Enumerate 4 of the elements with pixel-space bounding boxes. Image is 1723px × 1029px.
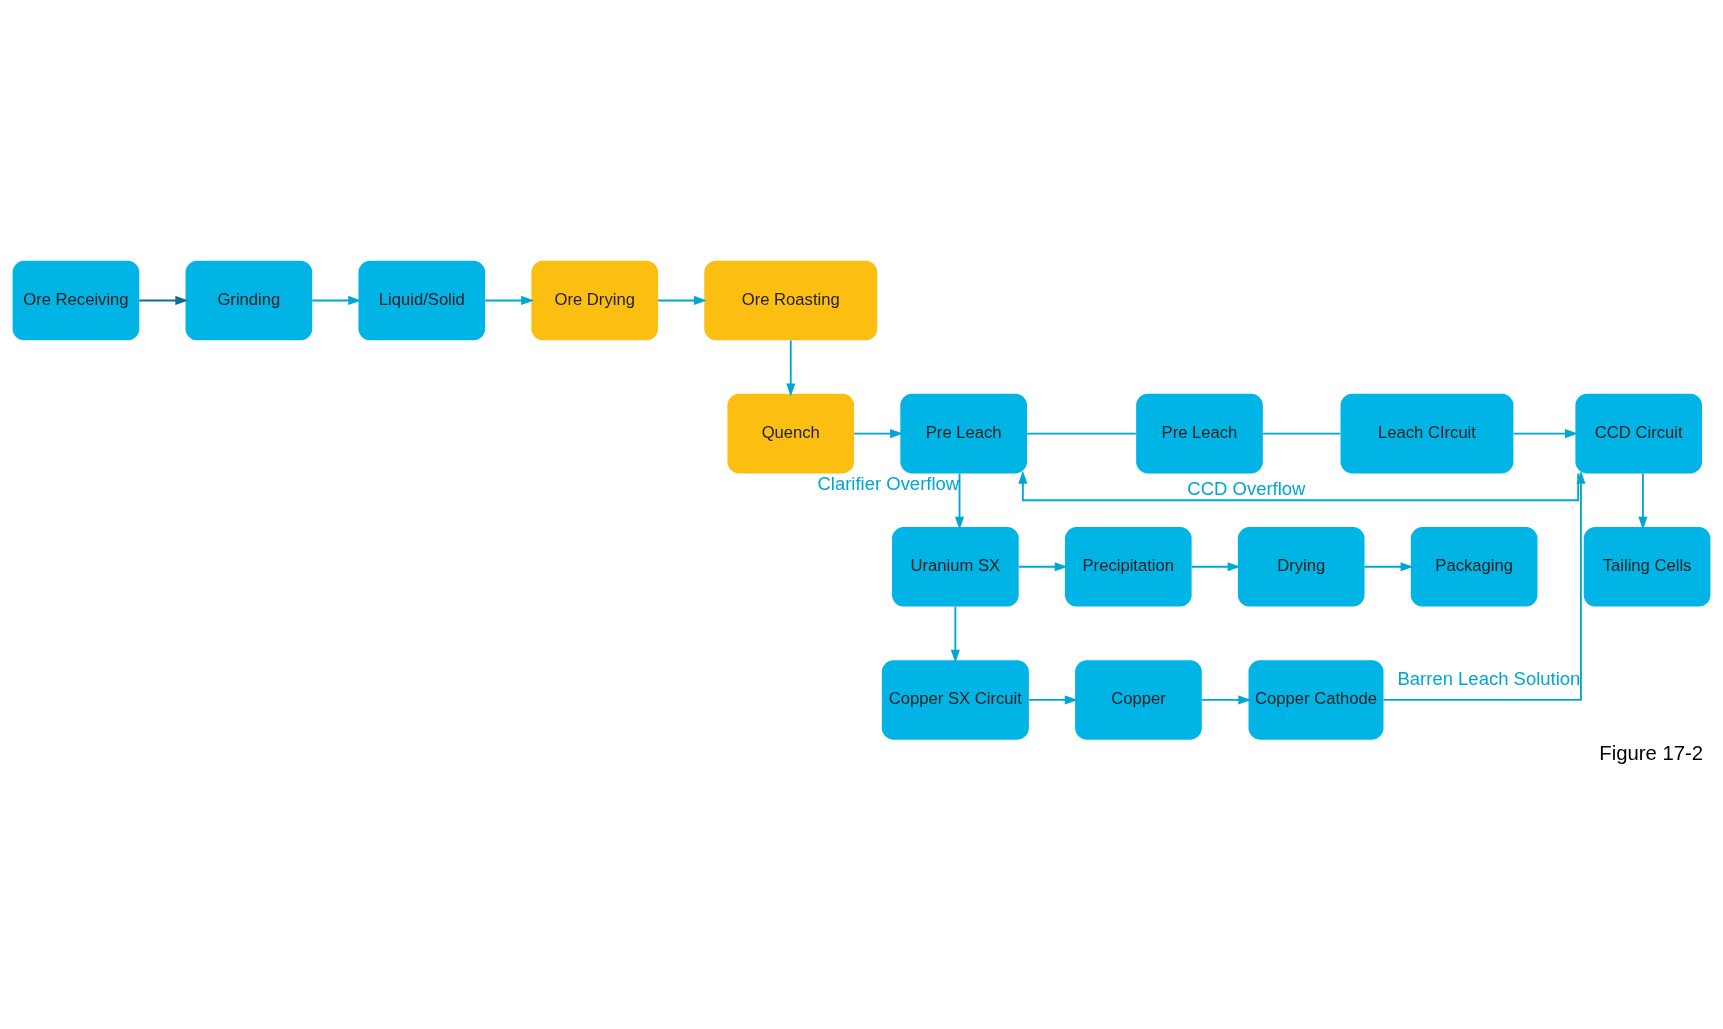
edge-label: Barren Leach Solution: [1397, 666, 1581, 688]
caption: Figure 17-2: [1599, 741, 1704, 764]
edge-label: Clarifier Overflow: [817, 472, 960, 494]
edge-label: CCD Overflow: [1187, 477, 1306, 499]
